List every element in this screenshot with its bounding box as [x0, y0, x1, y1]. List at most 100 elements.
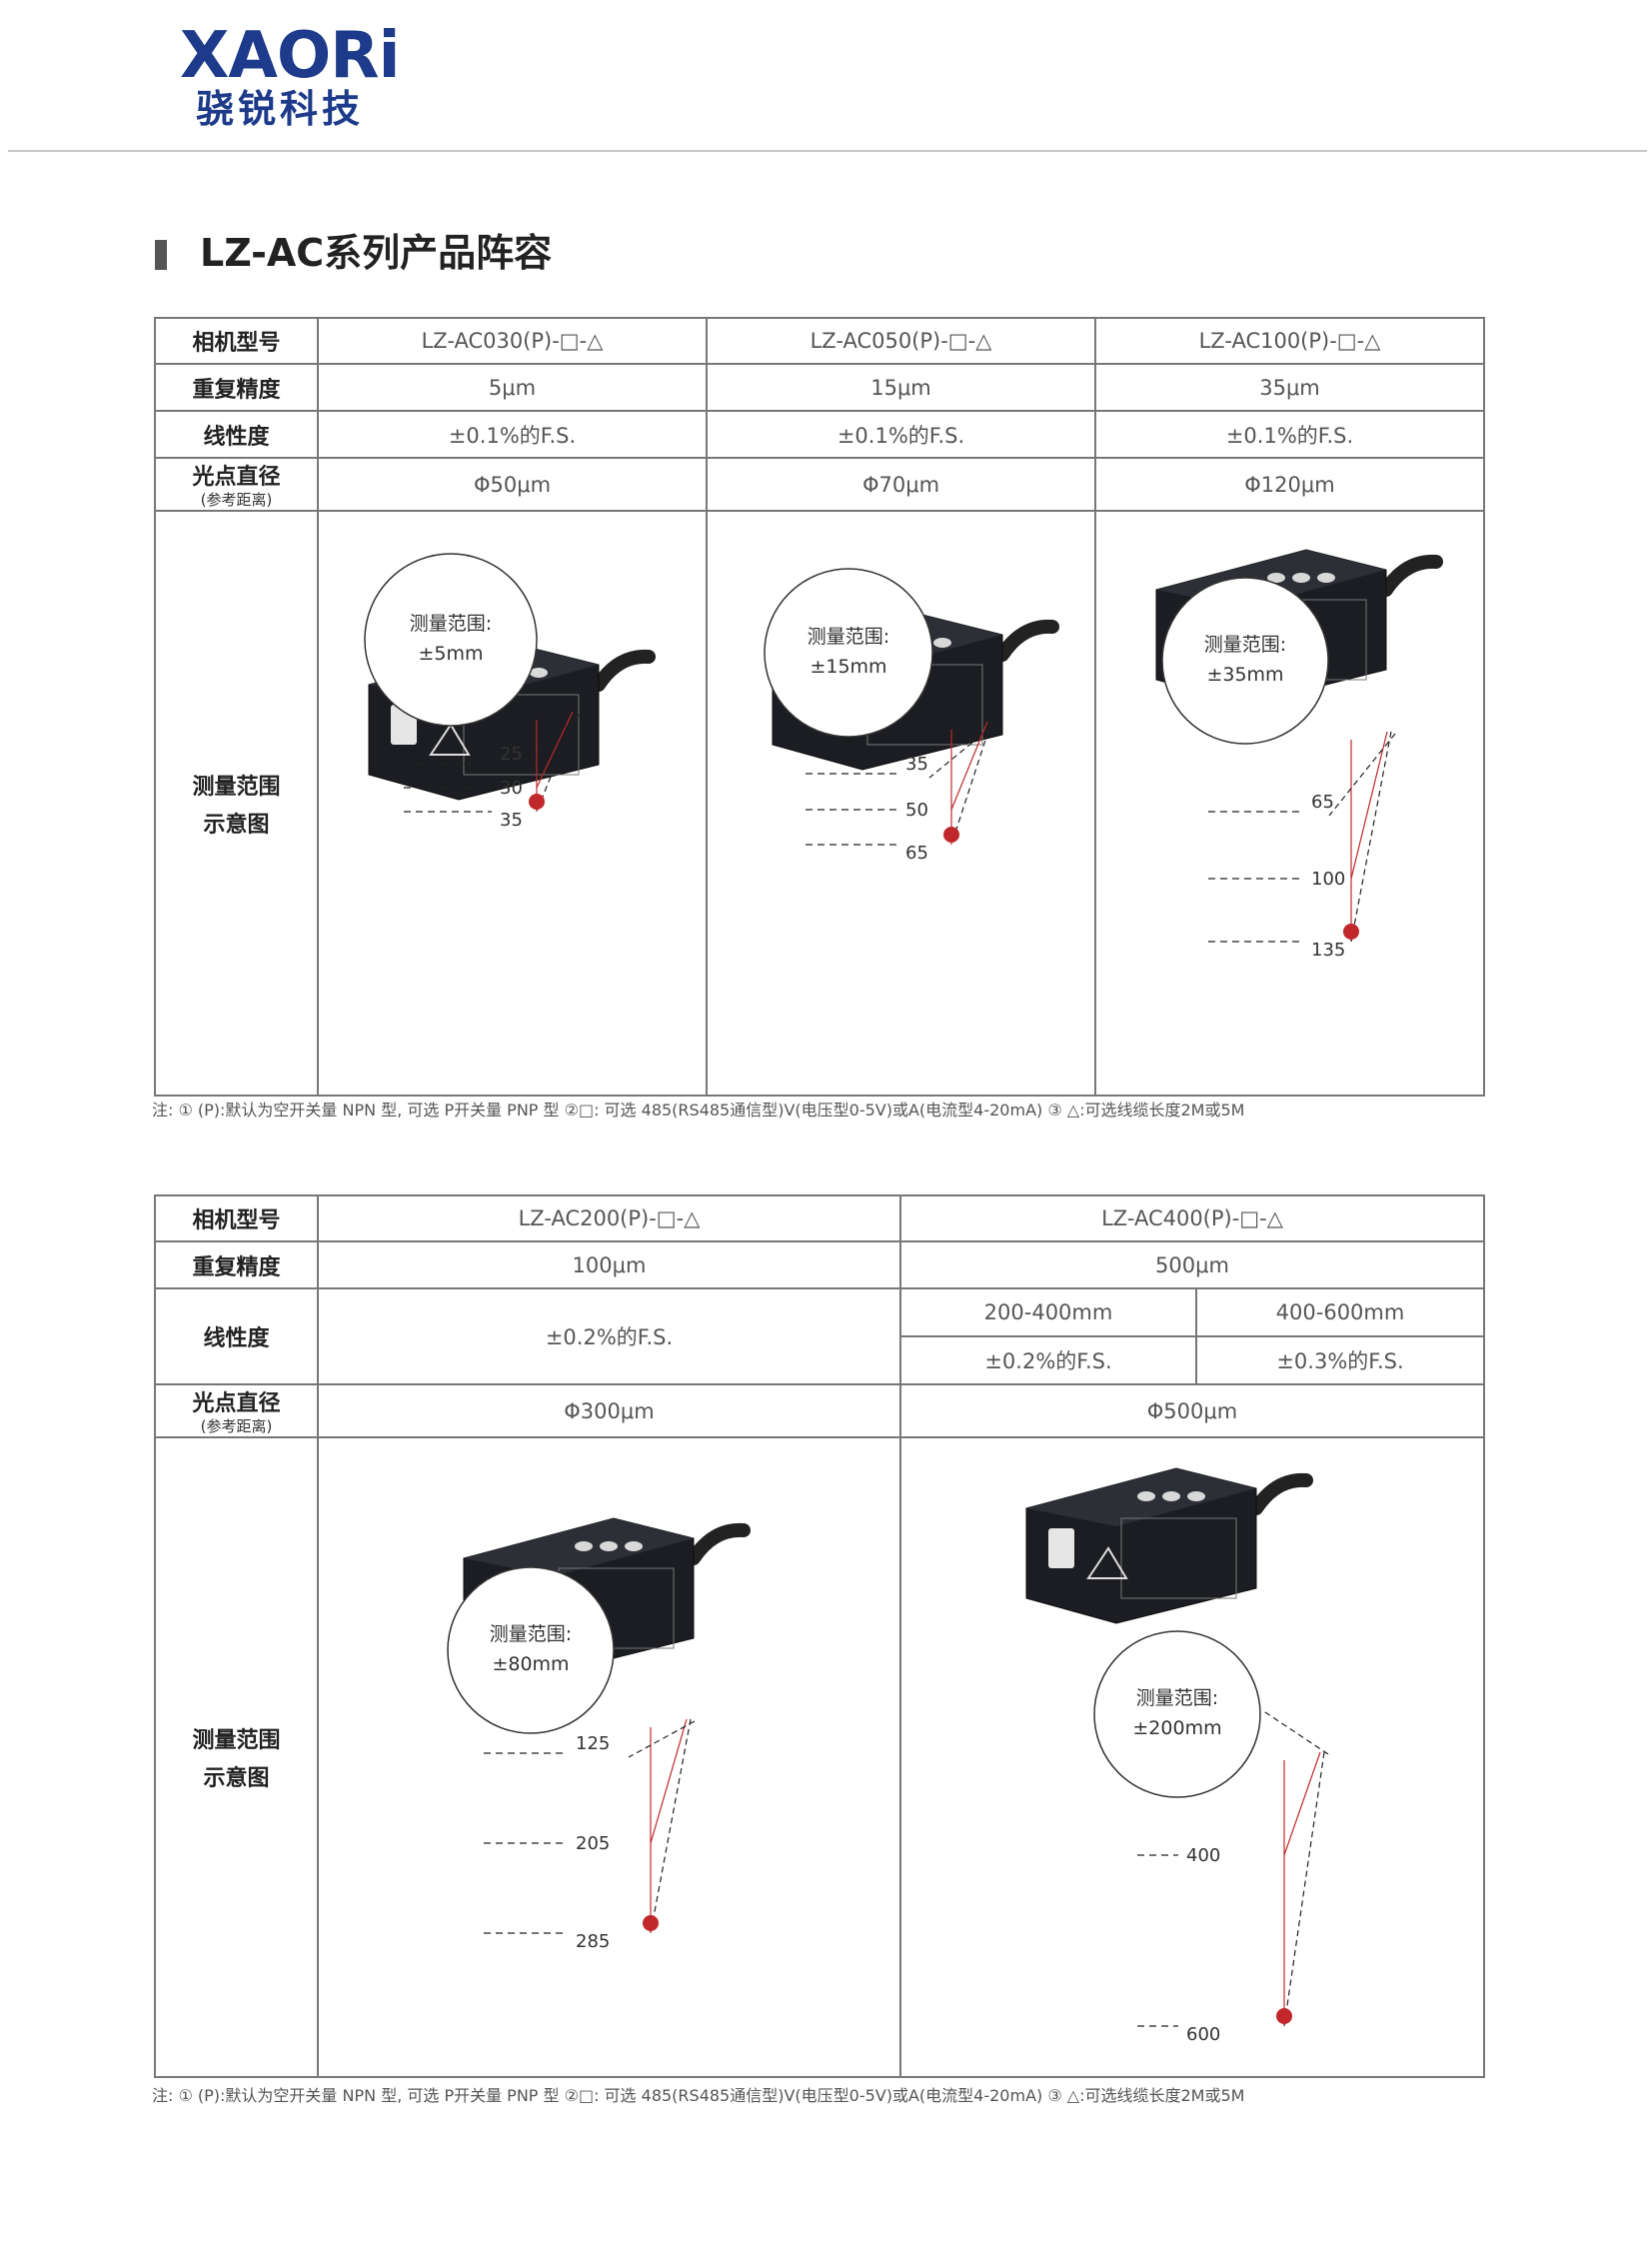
range-value: ±80mm: [492, 1653, 569, 1675]
laser-beam: [650, 1718, 688, 1844]
label-range-diagram-line1: 测量范围: [192, 774, 281, 800]
distance-mark: 135: [1311, 940, 1345, 961]
range-diagram: 25 30 35 测量范围: ±5mm: [364, 553, 656, 831]
model-name: LZ-AC200(P)-□-△: [317, 1194, 901, 1242]
laser-warning-icon: [1086, 1546, 1128, 1579]
distance-mark: 100: [1311, 869, 1345, 890]
indicator-led-icon: [600, 1541, 618, 1551]
linearity-value: ±0.1%的F.S.: [317, 410, 708, 459]
reflection-line: [514, 713, 582, 769]
label-repeatability: 重复精度: [154, 1240, 319, 1289]
model-name: LZ-AC030(P)-□-△: [317, 317, 708, 365]
target-spot: [529, 794, 545, 810]
brand-name: XAORi: [180, 19, 400, 93]
sensor-cable: [1249, 1472, 1313, 1515]
header-divider: [8, 150, 1647, 152]
range-value: ±15mm: [810, 656, 886, 678]
model-name: LZ-AC400(P)-□-△: [899, 1194, 1485, 1242]
spot-value: Φ300μm: [317, 1383, 901, 1438]
label-repeatability: 重复精度: [154, 363, 319, 412]
sensor-image: [1025, 1467, 1313, 1624]
spot-value: Φ70μm: [706, 457, 1096, 512]
indicator-led-icon: [625, 1541, 643, 1551]
label-range-diagram: 测量范围 示意图: [154, 1436, 319, 2078]
range-diagram: 65 100 135 测量范围: ±35mm: [1155, 549, 1443, 961]
section-marker: [155, 240, 167, 270]
brand-name-cn: 骁锐科技: [196, 87, 365, 131]
sensor-cable: [592, 649, 656, 692]
range-value: ±200mm: [1132, 1717, 1221, 1739]
indicator-led-icon: [933, 638, 951, 648]
label-range-diagram-line1: 测量范围: [192, 1728, 281, 1753]
range-value: ±5mm: [418, 643, 483, 665]
target-spot: [943, 827, 959, 843]
label-spot-diameter: 光点直径 (参考距离): [154, 457, 319, 512]
spot-value: Φ120μm: [1094, 457, 1485, 512]
section-title: LZ-AC系列产品阵容: [200, 231, 553, 275]
model-name: LZ-AC050(P)-□-△: [706, 317, 1096, 365]
indicator-led-icon: [1187, 1491, 1205, 1501]
indicator-led-icon: [575, 1541, 593, 1551]
range-circle-label: 测量范围:: [808, 626, 889, 648]
distance-mark: 285: [576, 1931, 610, 1952]
spec-table-1: 相机型号 LZ-AC030(P)-□-△ LZ-AC050(P)-□-△ LZ-…: [154, 317, 1485, 1097]
footnote: 注: ① (P):默认为空开关量 NPN 型, 可选 P开关量 PNP 型 ②□…: [152, 2086, 1245, 2105]
range-circle-label: 测量范围:: [490, 1623, 572, 1645]
laser-beam: [536, 711, 574, 789]
repeatability-value: 15μm: [706, 363, 1096, 412]
distance-mark: 50: [905, 800, 928, 821]
label-spot-diameter-main: 光点直径: [192, 1391, 281, 1416]
spot-value: Φ500μm: [899, 1383, 1485, 1438]
linearity-range: 400-600mm: [1195, 1287, 1485, 1337]
reflection-line: [1283, 1751, 1325, 2027]
sensor-label-plate: [1120, 1517, 1237, 1599]
sensor-cable: [687, 1522, 751, 1565]
repeatability-value: 5μm: [317, 363, 708, 412]
distance-mark: 65: [1311, 792, 1334, 813]
reflection-line: [628, 1720, 696, 1758]
distance-mark: 600: [1186, 2024, 1220, 2045]
laser-beam: [1350, 731, 1388, 880]
brand-logo: XAORi 骁锐科技: [180, 19, 440, 131]
repeatability-value: 100μm: [317, 1240, 901, 1289]
target-spot: [1276, 2008, 1292, 2024]
sensor-window: [1048, 1528, 1074, 1568]
reflection-line: [1261, 1709, 1329, 1755]
footnote: 注: ① (P):默认为空开关量 NPN 型, 可选 P开关量 PNP 型 ②□…: [152, 1101, 1245, 1120]
reflection-line: [1350, 731, 1392, 943]
target-spot: [643, 1915, 659, 1931]
range-circle: [764, 568, 933, 738]
label-model: 相机型号: [154, 317, 319, 365]
reflection-line: [1328, 733, 1396, 817]
laser-warning-icon: [429, 723, 471, 756]
label-spot-diameter: 光点直径 (参考距离): [154, 1383, 319, 1438]
range-circle-label: 测量范围:: [1204, 634, 1286, 656]
distance-mark: 30: [500, 778, 523, 799]
distance-mark: 205: [576, 1833, 610, 1854]
label-spot-diameter-sub: (参考距离): [200, 491, 273, 509]
range-circle: [1093, 1630, 1261, 1798]
distance-mark: 25: [500, 744, 523, 765]
label-linearity: 线性度: [154, 1287, 319, 1385]
range-value: ±35mm: [1206, 664, 1283, 686]
sensor-cable: [1379, 554, 1443, 597]
laser-beam: [950, 721, 988, 811]
sensor-cable: [995, 619, 1059, 662]
label-range-diagram: 测量范围 示意图: [154, 510, 319, 1097]
reflection-line: [950, 721, 992, 846]
linearity-value: ±0.2%的F.S.: [899, 1335, 1197, 1385]
indicator-led-icon: [1267, 573, 1285, 583]
spot-value: Φ50μm: [317, 457, 708, 512]
indicator-led-icon: [530, 668, 548, 678]
reflection-line: [650, 1718, 692, 1934]
linearity-value: ±0.1%的F.S.: [1094, 410, 1485, 459]
linearity-value: ±0.2%的F.S.: [317, 1287, 901, 1385]
indicator-led-icon: [1162, 1491, 1180, 1501]
range-circle-label: 测量范围:: [410, 613, 492, 635]
model-name: LZ-AC100(P)-□-△: [1094, 317, 1485, 365]
linearity-value: ±0.3%的F.S.: [1195, 1335, 1485, 1385]
reflection-line: [928, 723, 996, 779]
distance-mark: 35: [500, 810, 523, 831]
